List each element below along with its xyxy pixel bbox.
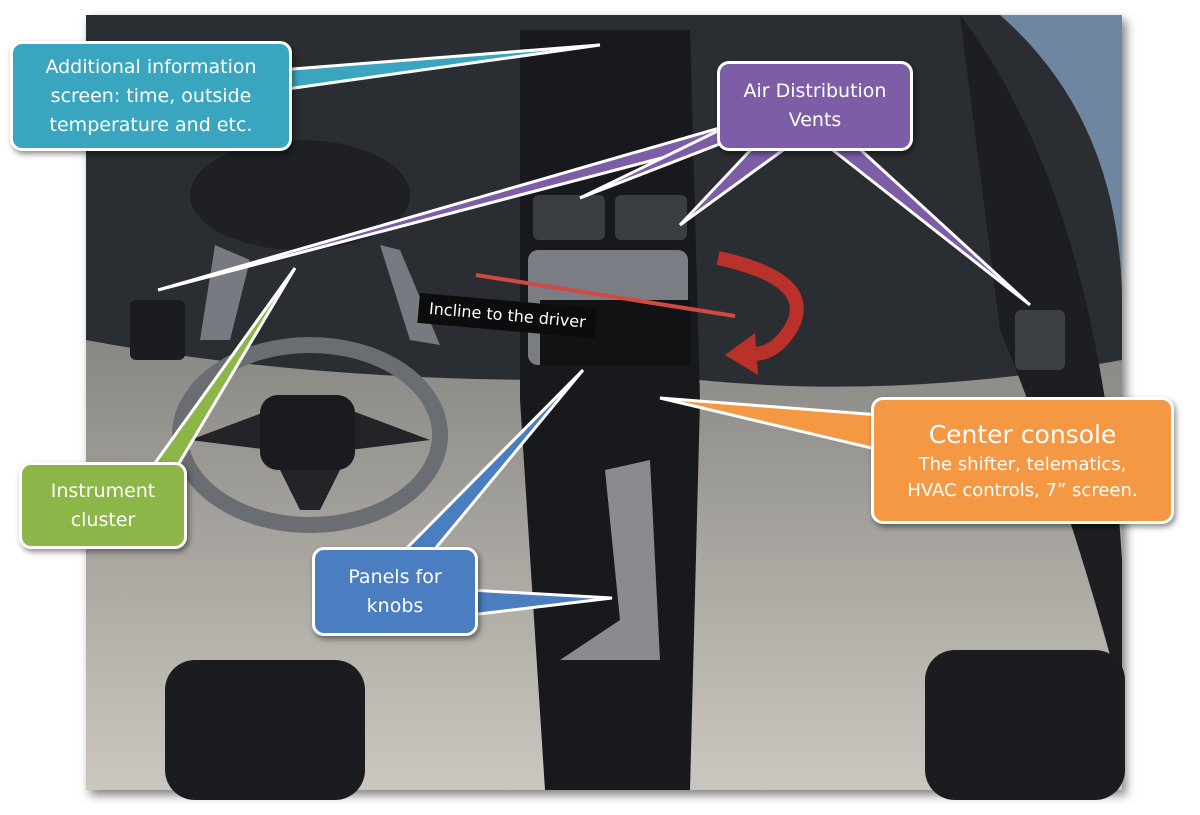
callout-text: Air Distribution Vents (743, 80, 887, 131)
callout-instrument-cluster: Instrument cluster (19, 462, 187, 549)
vent-side-right (1015, 310, 1065, 370)
callout-center-console: Center console The shifter, telematics, … (871, 397, 1174, 524)
vent-left (533, 195, 605, 240)
rotate-arrow-icon (716, 251, 804, 361)
callout-knob-panels: Panels for knobs (312, 547, 478, 636)
callout-text: Additional information screen: time, out… (45, 55, 257, 136)
callout-text: The shifter, telematics, HVAC controls, … (907, 453, 1138, 501)
callout-text: Panels for knobs (348, 565, 442, 617)
callout-text: Instrument cluster (50, 479, 156, 531)
callout-info-screen: Additional information screen: time, out… (10, 41, 292, 151)
callout-air-vents: Air Distribution Vents (717, 61, 913, 151)
callout-title: Center console (928, 419, 1117, 449)
pointer-vents (157, 122, 1032, 307)
seat-right (925, 650, 1125, 800)
instrument-hood (190, 140, 410, 250)
seat-left (165, 660, 365, 800)
vent-side-left (130, 300, 185, 360)
vent-right (615, 195, 687, 240)
knob-panel (560, 460, 660, 660)
